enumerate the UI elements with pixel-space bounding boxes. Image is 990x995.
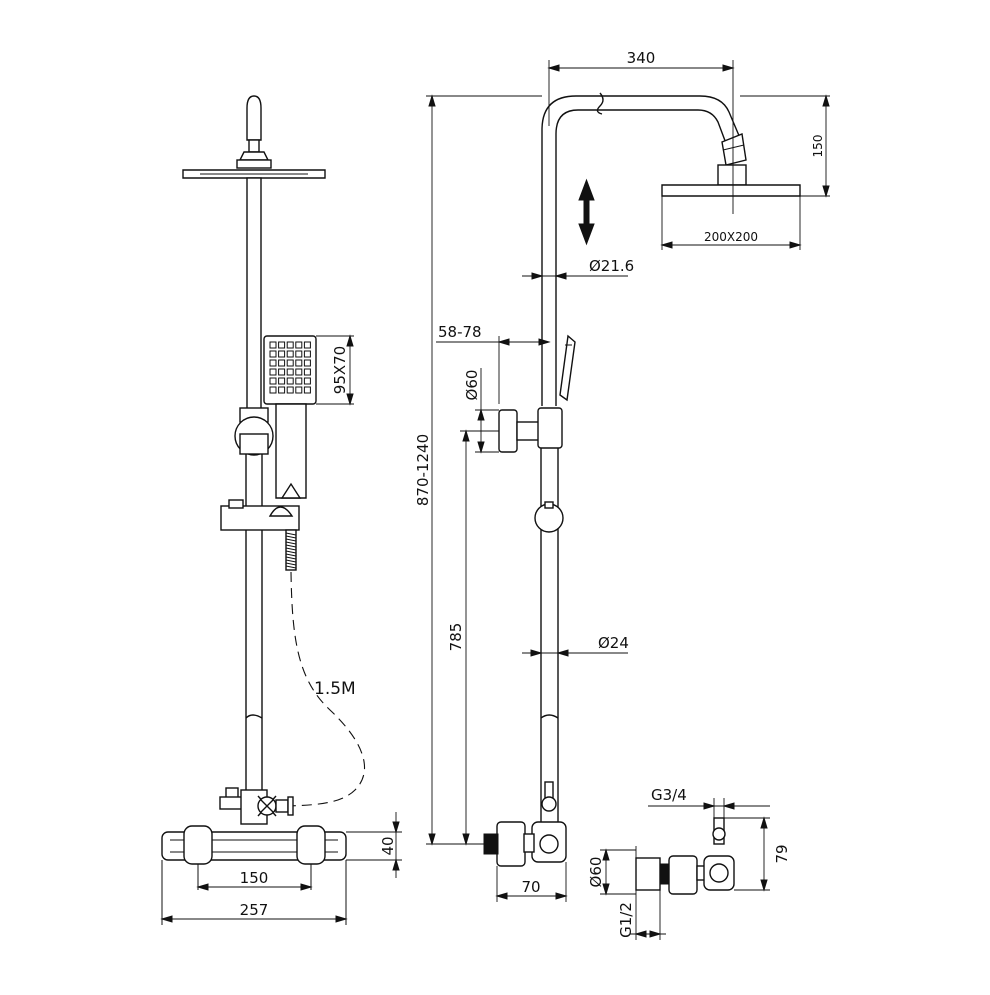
detail-view	[635, 817, 735, 895]
label-mixer-depth: 70	[521, 878, 540, 896]
front-view	[161, 95, 365, 925]
side-mixer	[483, 781, 567, 867]
side-wall-bracket	[498, 407, 564, 533]
label-flange-diameter: Ø60	[587, 857, 605, 888]
height-adjust-arrow	[578, 178, 595, 246]
label-mixer-width: 257	[240, 901, 269, 919]
label-lower-tube-diameter: Ø24	[598, 634, 629, 652]
label-hose-length: 1.5M	[314, 679, 356, 699]
label-inlet-spacing: 150	[240, 869, 269, 887]
dimension-labels: 340 150 200X200 Ø21.6 58-78 95X70 Ø60 87…	[240, 49, 825, 938]
front-riser-pipe	[245, 177, 263, 793]
side-riser-arm	[541, 92, 747, 406]
label-handset-size: 95X70	[331, 346, 349, 394]
label-riser-diameter: Ø21.6	[589, 257, 634, 275]
label-outlet-thread: G3/4	[651, 786, 687, 804]
front-hand-shower-holder	[220, 499, 300, 531]
label-arm-length: 340	[627, 49, 656, 67]
side-lower-tube	[540, 439, 559, 837]
front-mixer	[161, 787, 347, 925]
label-inlet-thread: G1/2	[617, 902, 635, 938]
label-mixer-to-bracket: 785	[447, 623, 465, 652]
side-shower-head	[661, 164, 801, 197]
label-mixer-height: 40	[379, 836, 397, 855]
dimension-lines	[160, 60, 830, 940]
label-wall-offset: 58-78	[438, 323, 482, 341]
side-view	[483, 92, 801, 867]
front-hand-shower	[263, 335, 317, 499]
side-hand-shower	[559, 334, 576, 402]
label-outlet-height: 79	[773, 844, 791, 863]
front-slider-knob	[234, 407, 274, 456]
label-total-height: 870-1240	[414, 434, 432, 506]
label-head-drop: 150	[811, 135, 825, 158]
label-head-size: 200X200	[704, 230, 758, 244]
front-shower-head	[182, 95, 326, 179]
front-hose	[285, 529, 365, 807]
label-bracket-diameter: Ø60	[463, 370, 481, 401]
hand-shower-nozzles	[269, 341, 311, 394]
